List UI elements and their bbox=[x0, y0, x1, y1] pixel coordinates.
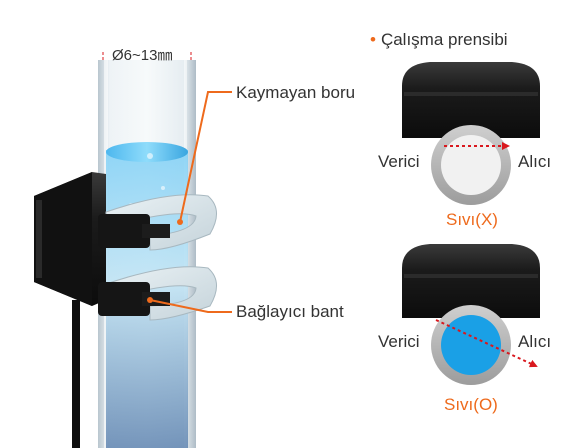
bullet-icon: • bbox=[370, 30, 376, 49]
transmitter-label-empty: Verici bbox=[378, 152, 420, 171]
principle-title: •Çalışma prensibi bbox=[370, 31, 508, 48]
transmitter-label-liquid: Verici bbox=[378, 332, 420, 351]
principle-liquid-sensor bbox=[402, 244, 540, 385]
sensor-body bbox=[34, 172, 106, 448]
receiver-label-liquid: Alıcı bbox=[518, 332, 552, 351]
callout-pipe-label: Kaymayan boru bbox=[236, 83, 356, 102]
callout-lines bbox=[147, 91, 232, 313]
receiver-label-empty: Alıcı bbox=[518, 152, 552, 171]
principle-empty-sensor bbox=[402, 62, 540, 205]
case-empty-label: Sıvı(X) bbox=[446, 210, 498, 229]
diameter-label: Ø6~13㎜ bbox=[112, 47, 173, 64]
callout-band-label: Bağlayıcı bant bbox=[236, 302, 344, 321]
principle-title-text: Çalışma prensibi bbox=[380, 30, 508, 49]
tube bbox=[98, 60, 196, 448]
case-liquid-label: Sıvı(O) bbox=[444, 395, 498, 414]
pipe-clips bbox=[98, 194, 217, 321]
